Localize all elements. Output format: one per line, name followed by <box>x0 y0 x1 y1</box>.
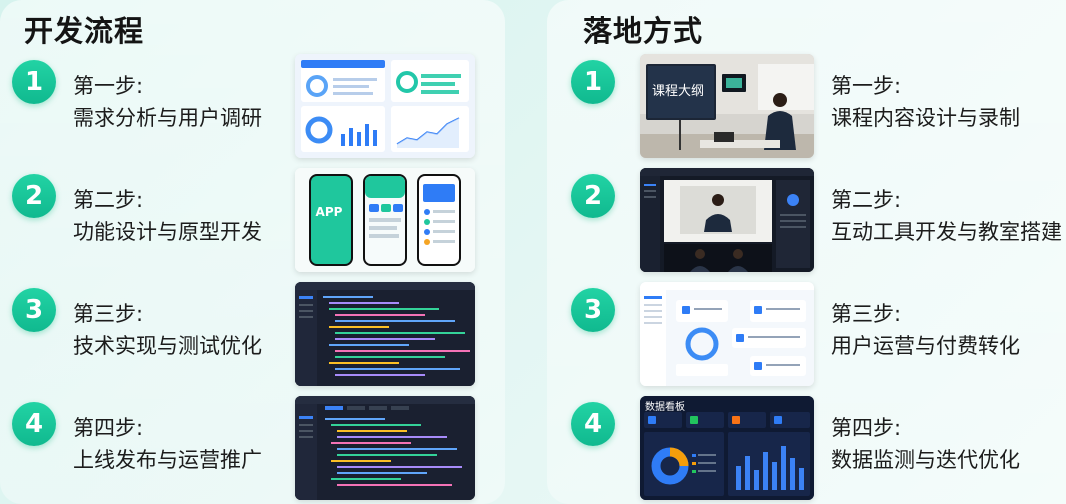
step-number-badge: 2 <box>12 174 56 218</box>
step-description: 互动工具开发与教室搭建 <box>831 220 1062 244</box>
recording-studio-thumbnail <box>640 54 814 158</box>
step-label: 第三步: <box>73 302 144 326</box>
deployment-panel: 落地方式 1 课程大纲 第一步: 课程内容设计与录制 <box>547 0 1066 504</box>
step-description: 课程内容设计与录制 <box>831 106 1020 130</box>
step-description: 技术实现与测试优化 <box>73 334 262 358</box>
step-label: 第二步: <box>831 188 902 212</box>
step-label: 第三步: <box>831 302 902 326</box>
step-description: 用户运营与付费转化 <box>831 334 1020 358</box>
virtual-classroom-thumbnail <box>640 168 814 272</box>
data-dashboard-thumbnail <box>640 396 814 500</box>
code-editor-thumbnail <box>295 282 475 386</box>
step-description: 上线发布与运营推广 <box>73 448 262 472</box>
step-description: 功能设计与原型开发 <box>73 220 262 244</box>
dev-process-panel: 开发流程 1 第一步: 需求分析与用户调研 <box>0 0 505 504</box>
step-number-badge: 1 <box>571 60 615 104</box>
step-label: 第四步: <box>831 416 902 440</box>
step-number-badge: 3 <box>571 288 615 332</box>
step-number-badge: 2 <box>571 174 615 218</box>
app-logo-text: APP <box>315 205 343 219</box>
step-description: 数据监测与迭代优化 <box>831 448 1020 472</box>
step-label: 第一步: <box>831 74 902 98</box>
step-number-badge: 1 <box>12 60 56 104</box>
deployment-console-thumbnail <box>295 396 475 500</box>
user-operations-thumbnail <box>640 282 814 386</box>
deployment-title: 落地方式 <box>583 14 704 48</box>
analytics-dashboard-thumbnail <box>295 54 475 158</box>
step-number-badge: 4 <box>571 402 615 446</box>
step-label: 第二步: <box>73 188 144 212</box>
step-label: 第一步: <box>73 74 144 98</box>
course-outline-screen-text: 课程大纲 <box>651 84 704 99</box>
dashboard-title-text: 数据看板 <box>645 402 685 413</box>
app-prototype-thumbnail <box>295 168 475 272</box>
step-label: 第四步: <box>73 416 144 440</box>
dev-process-title: 开发流程 <box>24 14 145 48</box>
step-description: 需求分析与用户调研 <box>73 106 262 130</box>
step-number-badge: 3 <box>12 288 56 332</box>
step-number-badge: 4 <box>12 402 56 446</box>
